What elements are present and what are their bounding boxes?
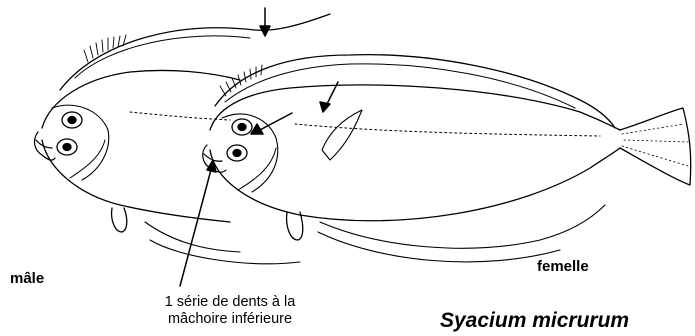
- male-mouth: [35, 132, 55, 160]
- male-body-outline: [42, 70, 240, 222]
- female-eyes: [227, 119, 252, 161]
- arrow-eye: [258, 113, 292, 131]
- female-fish: [203, 55, 691, 262]
- teeth-caption: 1 série de dents à la mâchoire inférieur…: [140, 294, 320, 328]
- teeth-caption-line1: 1 série de dents à la: [140, 294, 320, 311]
- male-eyes: [57, 112, 82, 155]
- female-body-outline: [210, 85, 620, 221]
- annotation-arrows: [180, 8, 338, 286]
- female-label: femelle: [537, 258, 589, 275]
- female-lateral-line: [295, 124, 600, 136]
- male-fish: [35, 14, 330, 264]
- male-label: mâle: [10, 270, 44, 287]
- female-tail: [620, 108, 691, 185]
- female-pelvic-fin: [287, 212, 303, 240]
- female-pectoral-fin: [322, 110, 362, 160]
- male-pelvic-fin: [112, 208, 127, 232]
- teeth-caption-line2: mâchoire inférieure: [140, 311, 320, 328]
- species-name: Syacium micrurum: [440, 309, 629, 333]
- arrow-teeth: [180, 166, 212, 286]
